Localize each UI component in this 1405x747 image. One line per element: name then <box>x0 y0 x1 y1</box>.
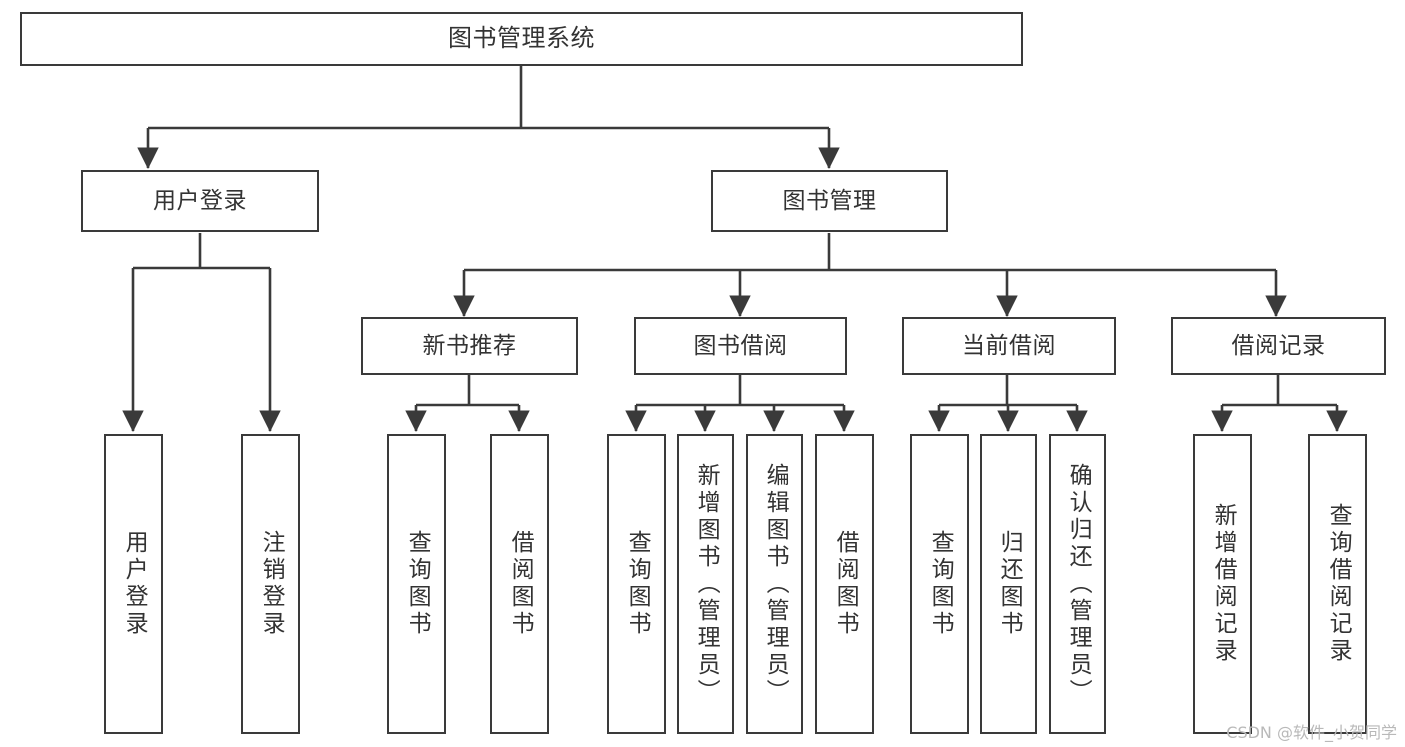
node-new-book-recommend[interactable]: 新书推荐 <box>361 317 578 375</box>
node-leaf-user-login[interactable]: 用户登录 <box>104 434 163 734</box>
node-leaf-edit-book[interactable]: 编辑图书（管理员） <box>746 434 803 734</box>
node-borrow-record-label: 借阅记录 <box>1231 332 1326 359</box>
node-root[interactable]: 图书管理系统 <box>20 12 1023 66</box>
node-borrow-record[interactable]: 借阅记录 <box>1171 317 1386 375</box>
node-leaf-borrow-book-1-label: 借阅图书 <box>507 530 534 638</box>
node-leaf-add-book-label: 新增图书（管理员） <box>693 462 720 706</box>
node-leaf-query-record-label: 查询借阅记录 <box>1325 503 1352 665</box>
node-leaf-add-record[interactable]: 新增借阅记录 <box>1193 434 1252 734</box>
node-root-label: 图书管理系统 <box>448 24 595 53</box>
node-book-manage-label: 图书管理 <box>782 187 877 214</box>
node-leaf-return-book-label: 归还图书 <box>996 530 1023 638</box>
node-new-book-recommend-label: 新书推荐 <box>422 332 517 359</box>
node-leaf-confirm-return-label: 确认归还（管理员） <box>1065 462 1092 706</box>
node-leaf-query-book-1-label: 查询图书 <box>404 530 431 638</box>
node-leaf-add-book[interactable]: 新增图书（管理员） <box>677 434 734 734</box>
node-current-borrow[interactable]: 当前借阅 <box>902 317 1116 375</box>
node-current-borrow-label: 当前借阅 <box>962 332 1056 359</box>
node-book-borrow[interactable]: 图书借阅 <box>634 317 847 375</box>
node-leaf-edit-book-label: 编辑图书（管理员） <box>762 462 789 706</box>
node-book-borrow-label: 图书借阅 <box>693 332 788 359</box>
node-leaf-query-book-2-label: 查询图书 <box>624 530 651 638</box>
node-leaf-return-book[interactable]: 归还图书 <box>980 434 1037 734</box>
node-leaf-borrow-book-2-label: 借阅图书 <box>832 530 859 638</box>
csdn-watermark: CSDN @软件_小贺同学 <box>1226 723 1397 742</box>
node-leaf-query-book-2[interactable]: 查询图书 <box>607 434 666 734</box>
node-user-login[interactable]: 用户登录 <box>81 170 319 232</box>
node-leaf-query-book-3-label: 查询图书 <box>927 530 954 638</box>
node-leaf-borrow-book-2[interactable]: 借阅图书 <box>815 434 874 734</box>
node-leaf-query-book-1[interactable]: 查询图书 <box>387 434 446 734</box>
node-leaf-add-record-label: 新增借阅记录 <box>1210 503 1237 665</box>
node-leaf-logout[interactable]: 注销登录 <box>241 434 300 734</box>
node-leaf-query-book-3[interactable]: 查询图书 <box>910 434 969 734</box>
node-leaf-borrow-book-1[interactable]: 借阅图书 <box>490 434 549 734</box>
node-leaf-user-login-label: 用户登录 <box>121 530 148 638</box>
node-leaf-query-record[interactable]: 查询借阅记录 <box>1308 434 1367 734</box>
node-book-manage[interactable]: 图书管理 <box>711 170 948 232</box>
node-leaf-confirm-return[interactable]: 确认归还（管理员） <box>1049 434 1106 734</box>
node-leaf-logout-label: 注销登录 <box>258 530 285 638</box>
node-user-login-label: 用户登录 <box>153 187 247 214</box>
